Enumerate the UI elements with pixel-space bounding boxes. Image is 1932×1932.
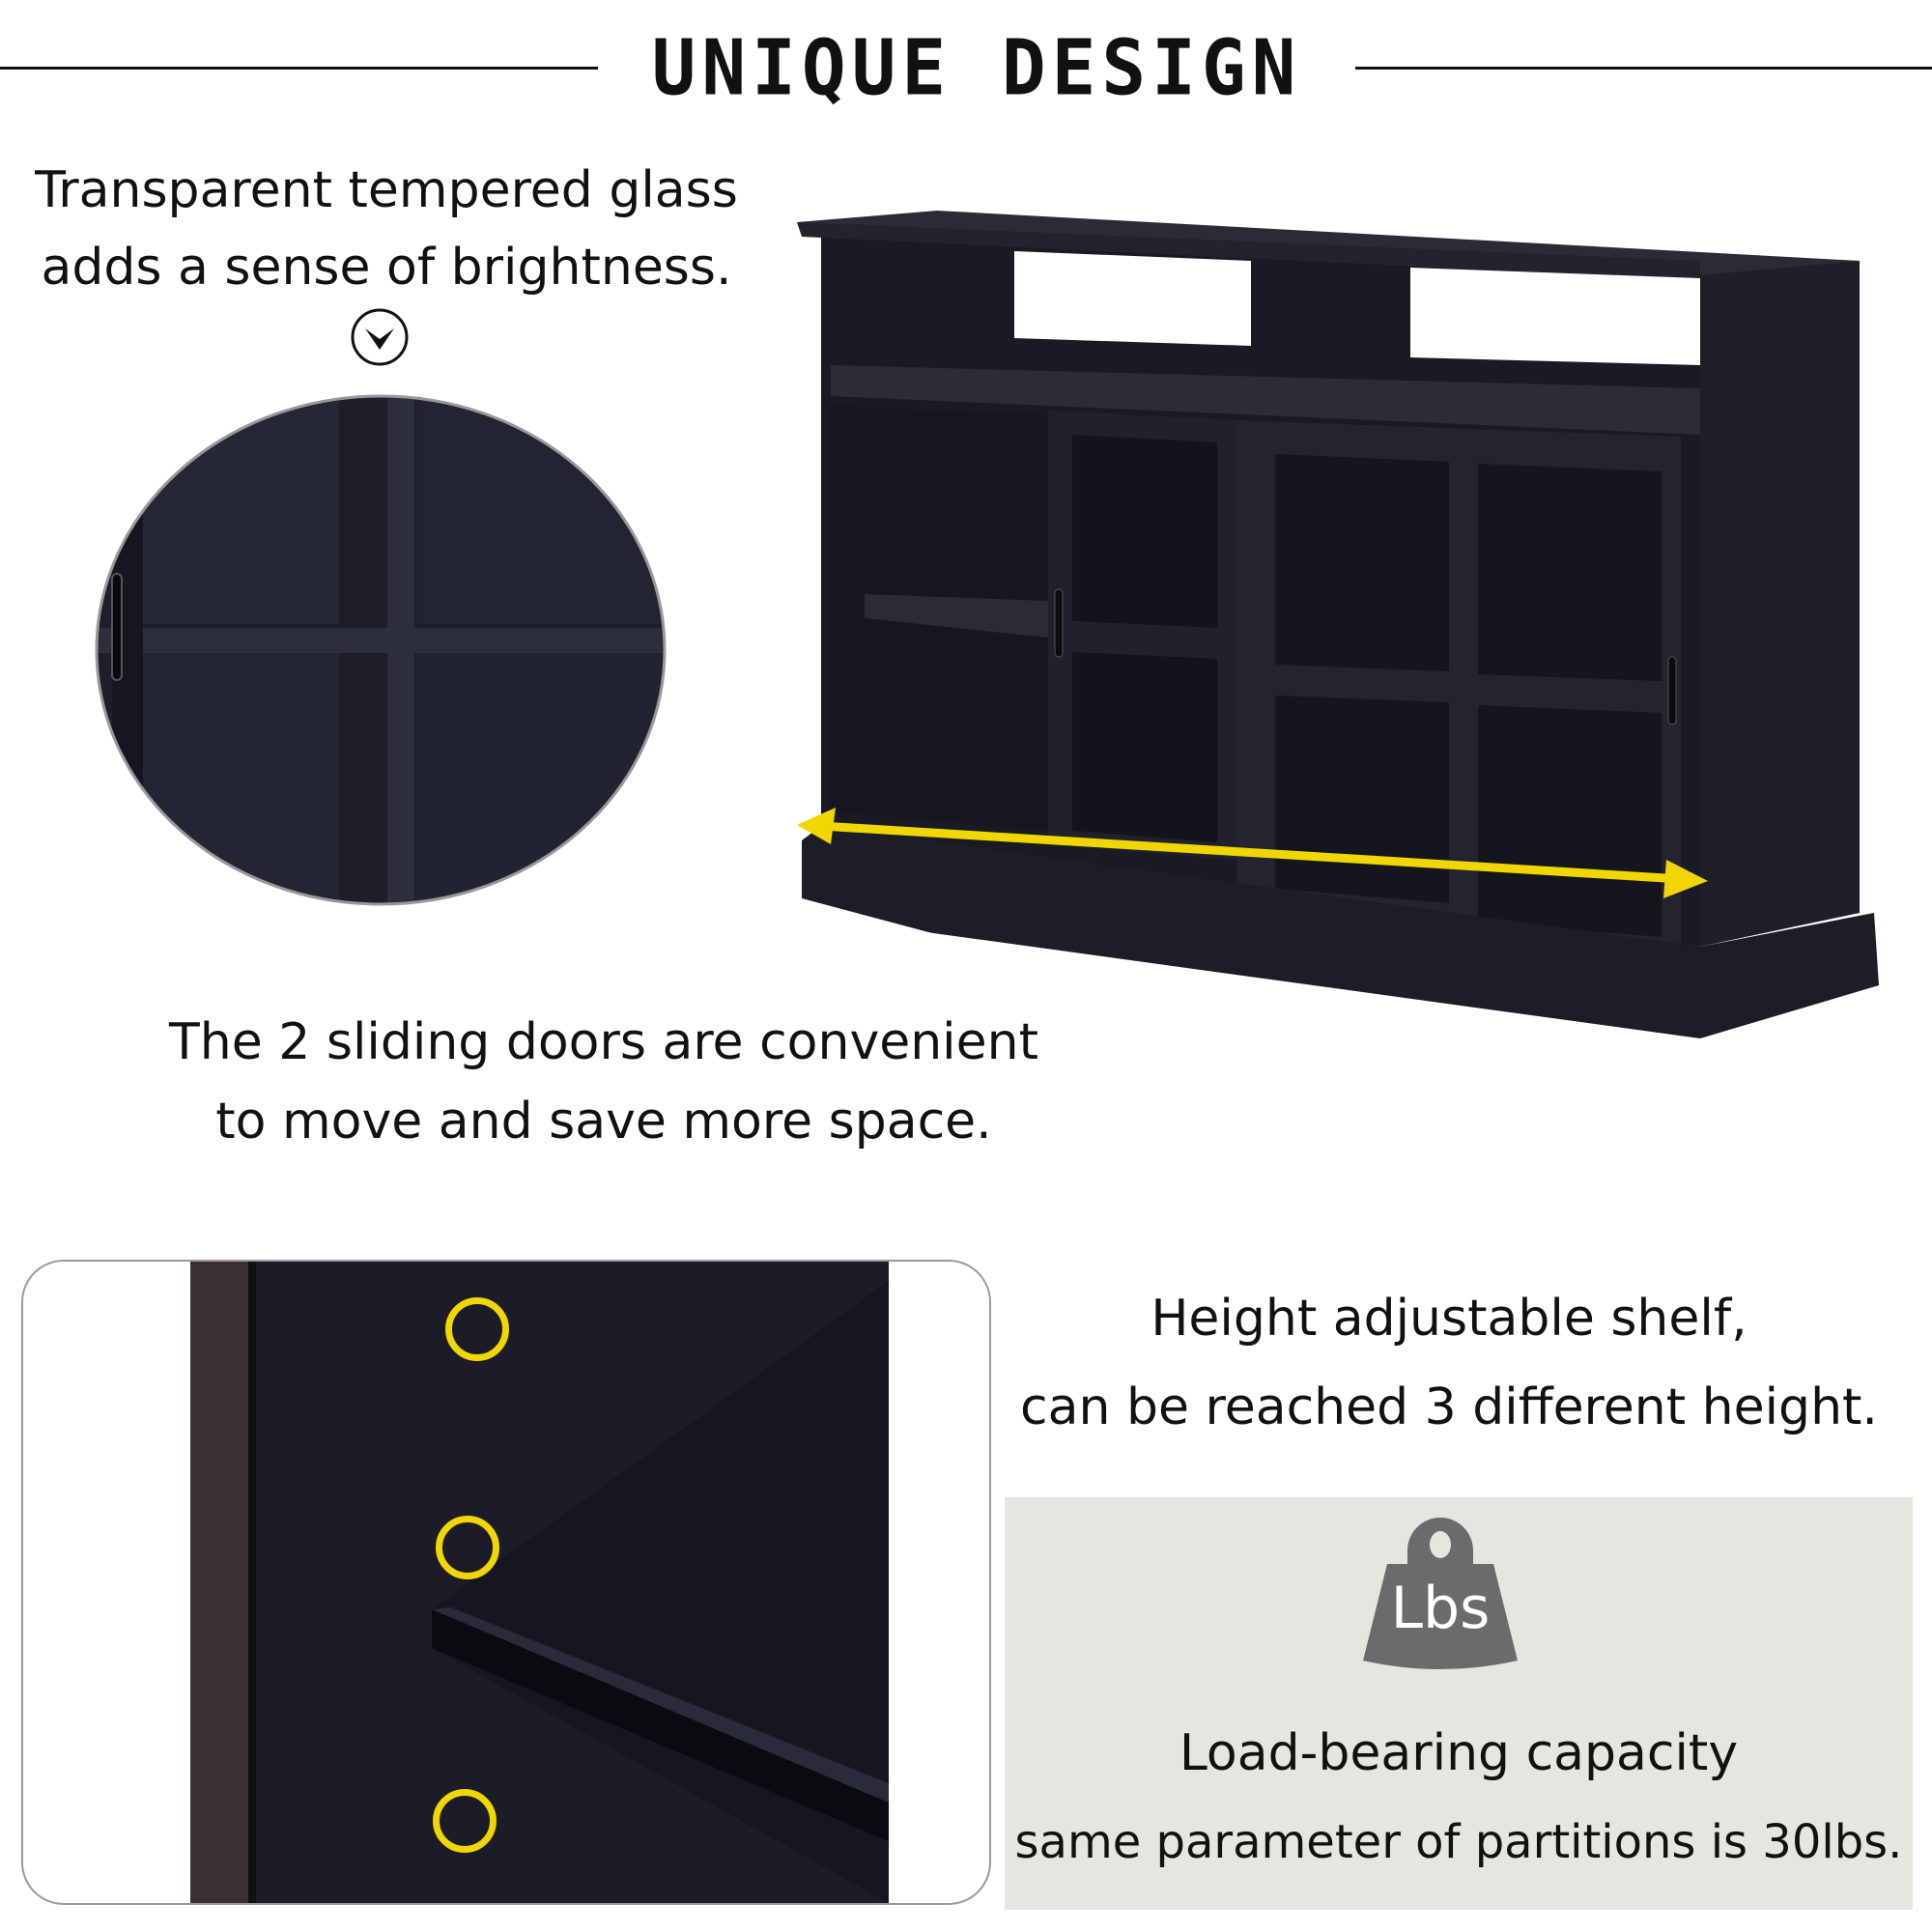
shelf-hole-marker-bottom — [433, 1789, 497, 1853]
shelf-detail-frame — [21, 1260, 991, 1905]
shelf-detail-image — [190, 1262, 889, 1903]
shelf-hole-marker-top — [445, 1297, 509, 1361]
glass-detail-image — [95, 394, 667, 906]
shelf-caption-line2: can be reached 3 different height. — [1020, 1378, 1878, 1436]
doors-caption-line2: to move and save more space. — [215, 1093, 992, 1151]
title-rule-right — [1355, 67, 1932, 70]
load-capacity-panel: Lbs Load-bearing capacity same parameter… — [1005, 1497, 1913, 1910]
load-caption-line1: Load-bearing capacity — [1179, 1724, 1739, 1782]
chevron-down-circle-icon — [351, 308, 409, 366]
doors-caption-line1: The 2 sliding doors are convenient — [169, 1013, 1038, 1071]
glass-caption-line2: adds a sense of brightness. — [41, 239, 732, 297]
sliding-door-right — [1236, 420, 1681, 952]
double-arrow-icon — [797, 808, 1708, 898]
page-title: UNIQUE DESIGN — [651, 21, 1302, 113]
sliding-door-left — [1048, 411, 1236, 860]
title-rule-left — [0, 67, 598, 70]
weight-icon-label: Lbs — [1390, 1575, 1491, 1642]
glass-caption-line1: Transparent tempered glass — [35, 161, 738, 219]
shelf-caption-line1: Height adjustable shelf, — [1151, 1290, 1747, 1348]
weight-icon — [1363, 1518, 1518, 1669]
shelf-hole-marker-middle — [436, 1516, 499, 1579]
cabinet-image — [797, 211, 1879, 1038]
load-caption-line2: same parameter of partitions is 30lbs. — [1014, 1815, 1903, 1869]
